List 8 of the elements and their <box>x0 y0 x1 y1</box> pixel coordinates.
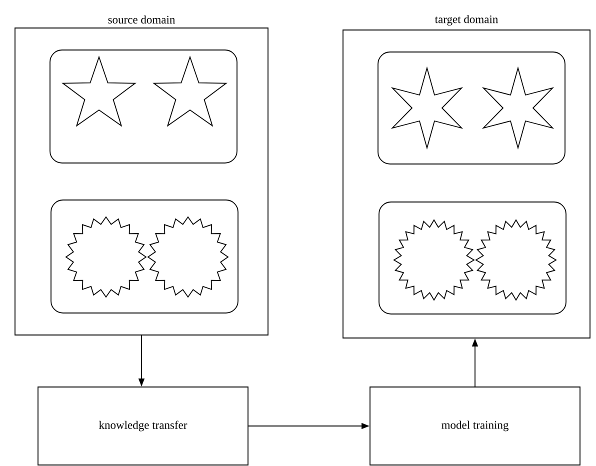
rounded-panel <box>378 52 566 164</box>
rounded-panel <box>50 50 238 164</box>
rounded-panel <box>50 200 238 314</box>
rounded-panel <box>378 202 566 314</box>
heading: source domain <box>108 15 176 24</box>
process-box: knowledge transfer <box>38 386 248 466</box>
heading: target domain <box>434 15 498 26</box>
process-box: model training <box>370 386 580 466</box>
